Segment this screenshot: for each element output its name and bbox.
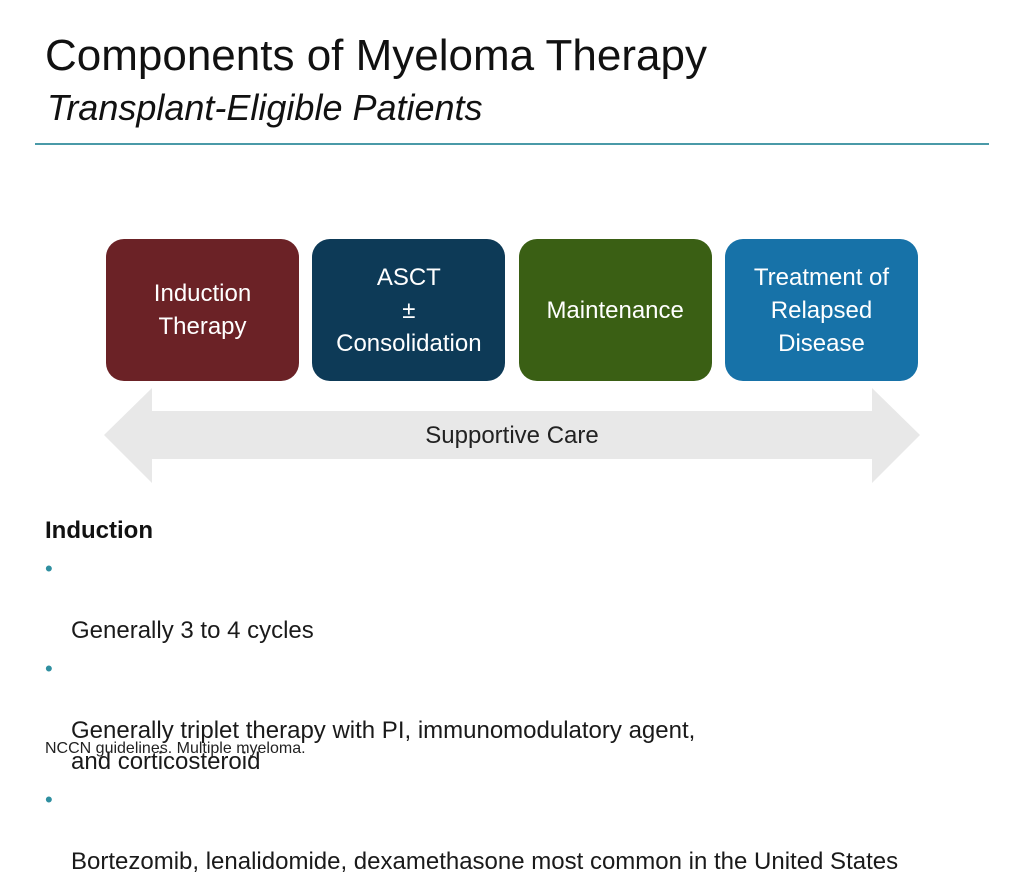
slide-subtitle: Transplant-Eligible Patients <box>47 87 483 128</box>
supportive-care-arrow <box>104 388 920 483</box>
title-divider <box>35 143 989 145</box>
therapy-steps: Induction Therapy ASCT ± Consolidation M… <box>106 239 918 381</box>
section-heading: Induction <box>45 517 153 544</box>
footnote: NCCN guidelines. Multiple myeloma. <box>45 740 306 757</box>
bullet-dot-icon: • <box>45 556 53 581</box>
bullet-text: Generally 3 to 4 cycles <box>71 617 314 644</box>
bullet-item: • Generally 3 to 4 cycles <box>45 553 1005 646</box>
double-arrow-shape <box>104 388 920 483</box>
bullet-dot-icon: • <box>45 787 53 812</box>
supportive-care-label: Supportive Care <box>425 422 599 449</box>
step-maintenance: Maintenance <box>518 239 712 381</box>
step-induction-therapy: Induction Therapy <box>106 239 299 381</box>
step-asct-consolidation: ASCT ± Consolidation <box>312 239 506 381</box>
bullet-list: • Generally 3 to 4 cycles • Generally tr… <box>45 553 1005 884</box>
bullet-item: • Bortezomib, lenalidomide, dexamethason… <box>45 784 1005 877</box>
bullet-text: Bortezomib, lenalidomide, dexamethasone … <box>71 848 899 875</box>
slide-title: Components of Myeloma Therapy <box>45 31 707 80</box>
bullet-dot-icon: • <box>45 656 53 681</box>
step-relapsed-disease: Treatment of Relapsed Disease <box>724 239 918 381</box>
